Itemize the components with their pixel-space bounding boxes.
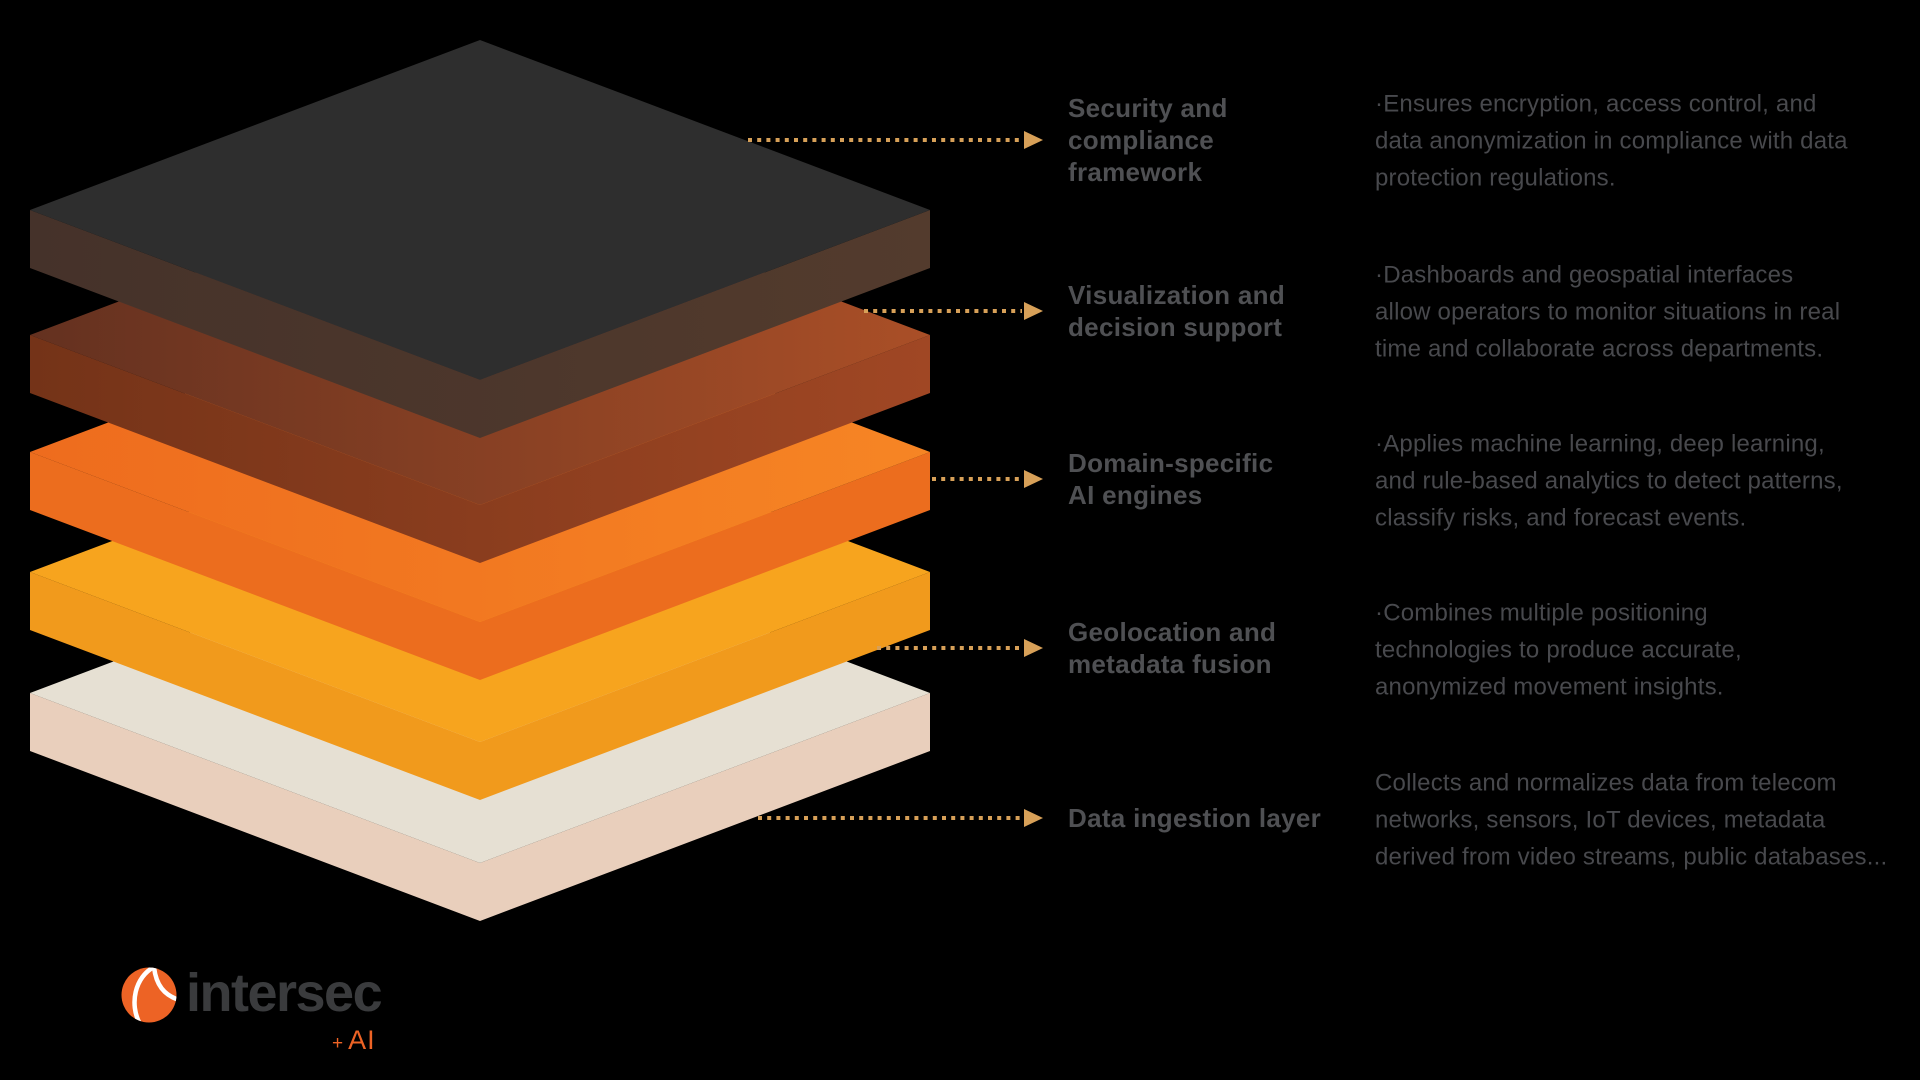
arrowhead-icon xyxy=(1024,131,1043,149)
dotted-arrow-3 xyxy=(932,470,1043,488)
desc-data-ingestion-layer: Collects and normalizes data from teleco… xyxy=(1375,769,1888,871)
intersec-logo: intersec + AI xyxy=(120,964,440,1074)
arrowhead-icon xyxy=(1024,809,1043,827)
label-domain-specific-ai-engines: Domain-specific AI engines xyxy=(1068,448,1274,510)
layer-arrows xyxy=(748,131,1043,827)
label-geolocation-metadata-fusion: Geolocation and metadata fusion xyxy=(1068,617,1277,679)
slab-right-face xyxy=(480,452,930,680)
slab-right-face xyxy=(480,572,930,800)
intersec-wordmark: intersec xyxy=(186,963,383,1023)
dotted-arrow-4 xyxy=(877,639,1043,657)
label-data-ingestion-layer: Data ingestion layer xyxy=(1068,803,1322,833)
slab-top-face xyxy=(30,40,930,380)
arrowhead-icon xyxy=(1024,639,1043,657)
label-visualization-decision-support: Visualization and decision support xyxy=(1068,280,1285,342)
ai-label: AI xyxy=(348,1025,376,1055)
dotted-arrow-5 xyxy=(758,809,1043,827)
intersec-ai-tag: + AI xyxy=(332,1024,376,1055)
desc-domain-specific-ai-engines: ·Applies machine learning, deep learning… xyxy=(1375,430,1843,532)
arrowhead-icon xyxy=(1024,302,1043,320)
slab-left-face xyxy=(30,452,480,680)
plus-sparkle-icon: + xyxy=(332,1033,344,1054)
slab-left-face xyxy=(30,210,480,438)
desc-visualization-decision-support: ·Dashboards and geospatial interfaces al… xyxy=(1375,261,1841,363)
slab-right-face xyxy=(480,335,930,563)
slab-left-face xyxy=(30,693,480,921)
desc-security-compliance-framework: ·Ensures encryption, access control, and… xyxy=(1375,90,1848,192)
slab-right-face xyxy=(480,210,930,438)
slab-left-face xyxy=(30,572,480,800)
intersec-sphere-icon xyxy=(121,967,177,1023)
label-security-compliance-framework: Security and compliance framework xyxy=(1068,93,1228,187)
arrowhead-icon xyxy=(1024,470,1043,488)
layer-slabs xyxy=(30,40,930,921)
slab-right-face xyxy=(480,693,930,921)
dotted-arrow-2 xyxy=(864,302,1043,320)
dotted-arrow-1 xyxy=(748,131,1043,149)
desc-geolocation-metadata-fusion: ·Combines multiple positioning technolog… xyxy=(1375,599,1742,701)
slab-left-face xyxy=(30,335,480,563)
slab-layer-1 xyxy=(30,40,930,438)
